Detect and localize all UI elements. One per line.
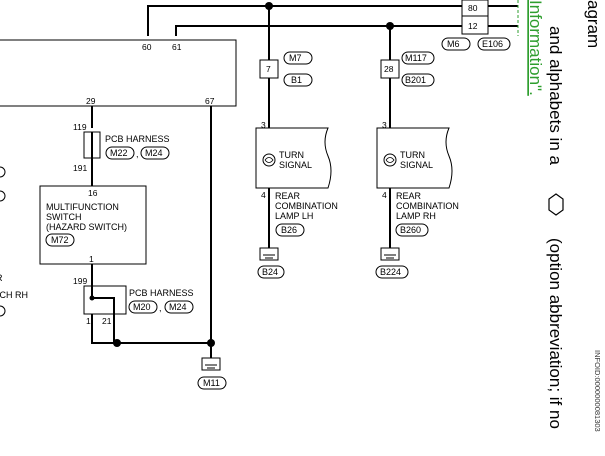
rear-lh-label-3: LAMP LH xyxy=(275,211,313,221)
pin-61: 61 xyxy=(172,42,182,52)
wire-top-12 xyxy=(175,25,462,36)
junction-dot-lh xyxy=(265,2,273,10)
turn-signal-lh-label: TURN xyxy=(279,150,304,160)
ground-icon-m11 xyxy=(201,357,221,371)
side-text-info-link[interactable]: Information". xyxy=(526,0,545,96)
hazard-switch-label-3: (HAZARD SWITCH) xyxy=(46,222,127,232)
lamp-lh-box xyxy=(255,127,332,189)
connector-m20-label: M20 xyxy=(133,302,151,312)
info-id: INFOID:0000000081303 xyxy=(593,350,602,432)
pin-1: 1 xyxy=(89,254,94,264)
rear-rh-label-2: COMBINATION xyxy=(396,201,459,211)
left-fragment-1: R xyxy=(0,273,3,283)
hazard-switch-label-1: MULTIFUNCTION xyxy=(46,202,119,212)
comma-2: , xyxy=(159,303,162,313)
junction-dot-bottom-2 xyxy=(207,339,215,347)
pin-1-b: 1 xyxy=(86,316,91,326)
bulb-icon-lh xyxy=(262,153,276,167)
comma-1: , xyxy=(136,149,139,159)
pin-60: 60 xyxy=(142,42,152,52)
pcb-harness-2-connector xyxy=(83,285,127,315)
connector-tag-m7[interactable] xyxy=(283,51,313,65)
connector-m24-label-2: M24 xyxy=(169,302,187,312)
connector-tag-b224[interactable] xyxy=(375,265,409,279)
pin-4-rh: 4 xyxy=(382,190,387,200)
pin-119: 119 xyxy=(73,122,87,132)
turn-signal-lh-label-2: SIGNAL xyxy=(279,160,312,170)
pin-4-lh: 4 xyxy=(261,190,266,200)
pcb-harness-1-label: PCB HARNESS xyxy=(105,134,170,144)
connector-tag-b26[interactable] xyxy=(275,223,305,237)
pin-16: 16 xyxy=(88,188,98,198)
wire-top-80 xyxy=(147,5,462,36)
connector-b201-label: B201 xyxy=(405,75,426,85)
turn-signal-rh-label: TURN xyxy=(400,150,425,160)
bulb-icon-rh xyxy=(383,153,397,167)
connector-m6-label: M6 xyxy=(447,39,460,49)
rear-rh-label-1: REAR xyxy=(396,191,422,201)
pin-191: 191 xyxy=(73,163,87,173)
connector-m117-label: M117 xyxy=(405,53,427,63)
pcb-harness-2-label: PCB HARNESS xyxy=(129,288,194,298)
connector-b24-label: B24 xyxy=(262,267,278,277)
hazard-switch-label-2: SWITCH xyxy=(46,212,82,222)
connector-b1-label: B1 xyxy=(291,75,302,85)
pin-199: 199 xyxy=(73,276,87,286)
connector-b260-label: B260 xyxy=(400,225,421,235)
connector-m72-label: M72 xyxy=(51,235,69,245)
left-fragment-2: TCH RH xyxy=(0,290,28,300)
junction-dot-rh xyxy=(386,22,394,30)
connector-b224-label: B224 xyxy=(380,267,401,277)
rear-lh-label-1: REAR xyxy=(275,191,301,201)
ground-icon-lh xyxy=(259,247,279,261)
connector-e106-label: E106 xyxy=(482,39,503,49)
pin-21: 21 xyxy=(102,316,112,326)
connector-m22-label: M22 xyxy=(110,148,128,158)
connector-tag-e106[interactable] xyxy=(477,37,511,51)
connector-m24-label-1: M24 xyxy=(145,148,163,158)
pin-28: 28 xyxy=(384,64,394,74)
connector-tag-m72[interactable] xyxy=(45,233,75,247)
hexagon-icon xyxy=(548,193,564,216)
page-title-fragment: agram xyxy=(584,0,603,48)
connector-tag-m22[interactable] xyxy=(105,146,135,160)
connector-tag-m20[interactable] xyxy=(128,300,158,314)
connector-tag-b260[interactable] xyxy=(395,223,429,237)
turn-signal-rh-label-2: SIGNAL xyxy=(400,160,433,170)
connector-b26-label: B26 xyxy=(281,225,297,235)
pin-80: 80 xyxy=(468,3,478,13)
connector-tag-m24a[interactable] xyxy=(140,146,170,160)
lamp-rh-box xyxy=(376,127,453,189)
side-text-line1-a: and alphabets in a xyxy=(546,26,565,165)
control-unit-box xyxy=(0,39,237,107)
side-text-line1-b: (option abbreviation; if no xyxy=(546,238,565,429)
pin-67: 67 xyxy=(205,96,215,106)
connector-tag-b201[interactable] xyxy=(401,73,435,87)
rear-rh-label-3: LAMP RH xyxy=(396,211,436,221)
connector-tag-b1[interactable] xyxy=(283,73,313,87)
connector-tag-m117[interactable] xyxy=(401,51,435,65)
connector-tag-m6[interactable] xyxy=(441,37,471,51)
connector-m11-label: M11 xyxy=(203,378,220,388)
connector-tag-m24b[interactable] xyxy=(164,300,194,314)
pin-29: 29 xyxy=(86,96,96,106)
pin-3-rh: 3 xyxy=(382,120,387,130)
connector-tag-b24[interactable] xyxy=(257,265,285,279)
junction-dot-bottom-1 xyxy=(113,339,121,347)
connector-block-top xyxy=(461,0,489,35)
pin-3-lh: 3 xyxy=(261,120,266,130)
pin-7: 7 xyxy=(266,64,271,74)
connector-tag-m11[interactable] xyxy=(197,376,227,390)
ground-icon-rh xyxy=(380,247,400,261)
pin-12: 12 xyxy=(468,21,478,31)
rear-lh-label-2: COMBINATION xyxy=(275,201,338,211)
connector-m7-label: M7 xyxy=(289,53,302,63)
